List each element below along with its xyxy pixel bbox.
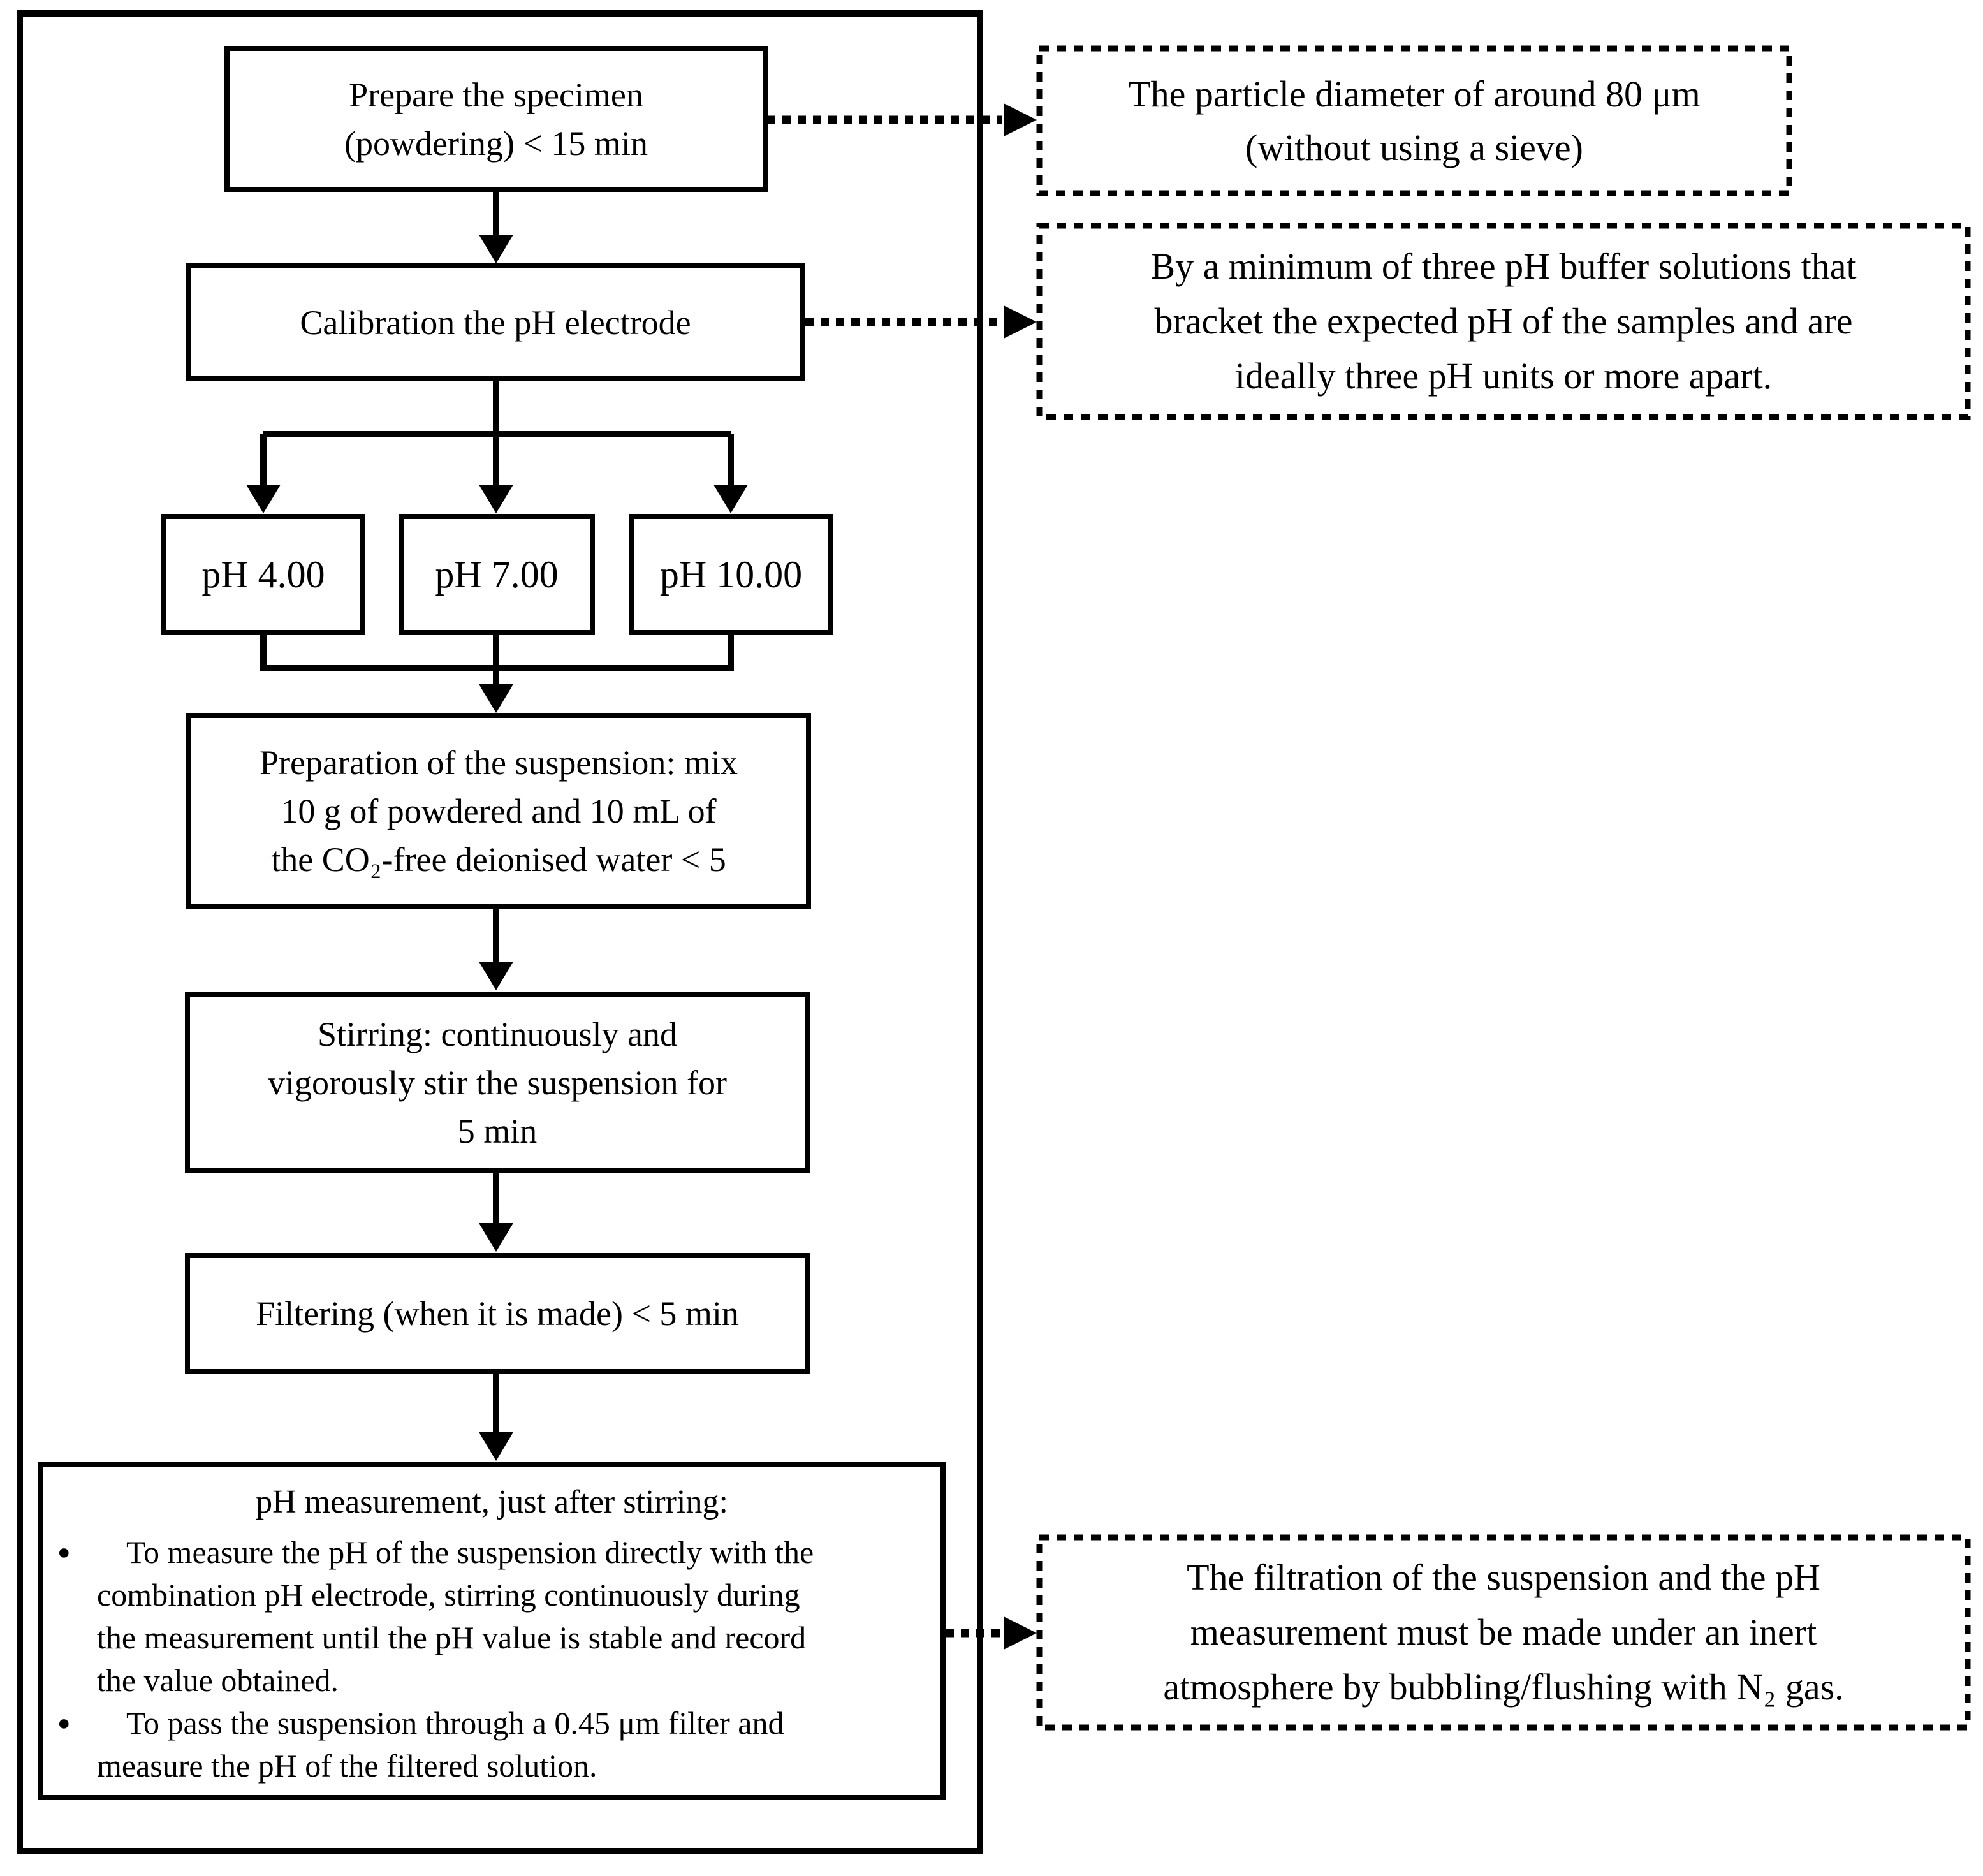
buffer-ph4-box: pH 4.00: [161, 514, 365, 635]
step-suspension-line: Preparation of the suspension: mix: [260, 743, 738, 782]
note-particle-diameter: The particle diameter of around 80 μm (w…: [1037, 46, 1792, 196]
bullet-line: the value obtained.: [97, 1662, 339, 1698]
bullet-line: To measure the pH of the suspension dire…: [126, 1534, 814, 1570]
step-calibration: Calibration the pH electrode: [186, 263, 805, 381]
bullet-pass-filter: ● To pass the suspension through a 0.45 …: [43, 1702, 940, 1787]
step-prepare-line: (powdering) < 15 min: [344, 124, 648, 163]
bullet-measure-suspension: ● To measure the pH of the suspension di…: [43, 1531, 940, 1702]
buffer-ph10-label: pH 10.00: [659, 553, 803, 596]
step-calibration-label: Calibration the pH electrode: [300, 303, 691, 342]
step-filtering: Filtering (when it is made) < 5 min: [185, 1253, 810, 1374]
note-particle-line: (without using a sieve): [1245, 126, 1583, 168]
arrowhead-right-icon: [1004, 1616, 1037, 1650]
ph-measurement-title: pH measurement, just after stirring:: [256, 1484, 728, 1520]
step-prepare-line: Prepare the specimen: [349, 75, 643, 114]
note-inert-line: atmosphere by bubbling/flushing with N₂ …: [1163, 1666, 1844, 1708]
bullet-line: To pass the suspension through a 0.45 μm…: [126, 1705, 784, 1741]
bullet-icon: ●: [57, 1541, 71, 1564]
buffer-ph4-label: pH 4.00: [201, 553, 325, 596]
note-buffer-line: By a minimum of three pH buffer solution…: [1150, 245, 1857, 287]
buffer-ph7-box: pH 7.00: [399, 514, 595, 635]
buffer-ph7-label: pH 7.00: [435, 553, 559, 596]
step-ph-measurement: pH measurement, just after stirring: ● T…: [38, 1462, 946, 1800]
arrowhead-right-icon: [1004, 103, 1037, 136]
step-stirring-line: 5 min: [457, 1111, 538, 1150]
step-suspension-preparation: Preparation of the suspension: mix 10 g …: [186, 713, 811, 909]
note-particle-line: The particle diameter of around 80 μm: [1128, 73, 1701, 115]
step-filtering-label: Filtering (when it is made) < 5 min: [256, 1294, 739, 1333]
ph-measurement-bullets: ● To measure the pH of the suspension di…: [43, 1531, 940, 1787]
buffer-ph10-box: pH 10.00: [629, 514, 833, 635]
note-inert-line: The filtration of the suspension and the…: [1187, 1557, 1820, 1598]
note-buffer-line: ideally three pH units or more apart.: [1234, 355, 1773, 397]
note-buffer-line: bracket the expected pH of the samples a…: [1154, 300, 1853, 342]
step-stirring: Stirring: continuously and vigorously st…: [185, 992, 810, 1173]
step-prepare-specimen: Prepare the specimen (powdering) < 15 mi…: [224, 46, 768, 192]
note-buffer-solutions: By a minimum of three pH buffer solution…: [1037, 223, 1970, 420]
note-inert-line: measurement must be made under an inert: [1190, 1611, 1817, 1653]
step-suspension-line: the CO₂-free deionised water < 5: [271, 840, 726, 879]
step-stirring-line: Stirring: continuously and: [318, 1015, 677, 1053]
step-suspension-line: 10 g of powdered and 10 mL of: [281, 791, 717, 830]
bullet-line: the measurement until the pH value is st…: [97, 1620, 807, 1655]
bullet-icon: ●: [57, 1711, 71, 1735]
bullet-line: measure the pH of the filtered solution.: [97, 1748, 597, 1784]
note-inert-atmosphere: The filtration of the suspension and the…: [1037, 1535, 1970, 1730]
bullet-line: combination pH electrode, stirring conti…: [97, 1577, 800, 1613]
step-stirring-line: vigorously stir the suspension for: [268, 1063, 727, 1102]
arrowhead-right-icon: [1004, 305, 1037, 339]
